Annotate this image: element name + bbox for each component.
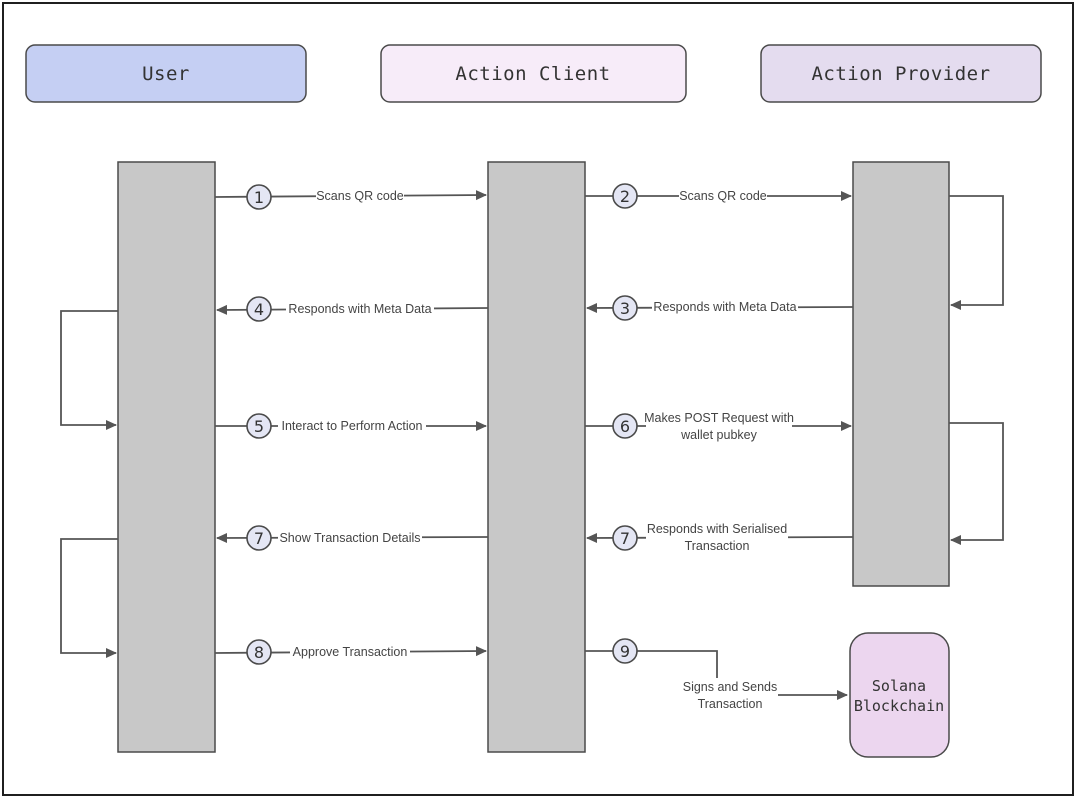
self-loop-provider-2	[949, 422, 1004, 545]
step-6-badge: 6	[612, 413, 638, 439]
step-3-number: 3	[620, 299, 630, 318]
step-6-label-line2: wallet pubkey	[680, 428, 757, 442]
step-6-number: 6	[620, 417, 630, 436]
self-loop-provider-1	[949, 195, 1004, 310]
header-action-client-label: Action Client	[455, 63, 610, 85]
header-user-box	[25, 44, 307, 103]
step-7a-label: Show Transaction Details	[279, 531, 420, 545]
step-9-number: 9	[620, 642, 630, 661]
step-7b-number: 7	[620, 529, 630, 548]
step-5-badge: 5	[246, 413, 272, 439]
step-6-label-line1: Makes POST Request with	[644, 411, 794, 425]
step-1-badge: 1	[246, 184, 272, 210]
solana-blockchain-line1: Solana	[872, 677, 926, 695]
header-action-provider-box	[760, 44, 1042, 103]
header-action-client-box	[380, 44, 687, 103]
step-4-number: 4	[254, 300, 264, 319]
step-7a-badge: 7	[246, 525, 272, 551]
step-1-number: 1	[254, 188, 264, 207]
step-2-badge: 2	[612, 183, 638, 209]
step-4-badge: 4	[246, 296, 272, 322]
header-action-provider-label: Action Provider	[811, 63, 990, 85]
step-3-badge: 3	[612, 295, 638, 321]
self-loop-user-1	[60, 310, 118, 430]
lifeline-action-client	[487, 161, 586, 753]
header-user: User	[25, 44, 307, 103]
self-loop-user-2	[60, 538, 118, 658]
header-user-label: User	[142, 63, 190, 85]
step-8-badge: 8	[246, 639, 272, 665]
step-7b-label-line1: Responds with Serialised	[647, 522, 787, 536]
lifeline-user	[117, 161, 216, 753]
step-9-badge: 9	[612, 638, 638, 664]
step-7b-badge: 7	[612, 525, 638, 551]
step-5-label: Interact to Perform Action	[281, 419, 422, 433]
solana-blockchain-node: Solana Blockchain	[849, 632, 950, 758]
step-1-label: Scans QR code	[316, 189, 404, 203]
solana-blockchain-line2: Blockchain	[854, 697, 944, 715]
header-action-provider: Action Provider	[760, 44, 1042, 103]
step-7a-number: 7	[254, 529, 264, 548]
arrow-step-9	[585, 650, 848, 700]
solana-blockchain-box	[849, 632, 950, 758]
step-2-number: 2	[620, 187, 630, 206]
header-action-client: Action Client	[380, 44, 687, 103]
step-3-label: Responds with Meta Data	[653, 300, 796, 314]
step-5-number: 5	[254, 417, 264, 436]
step-8-number: 8	[254, 643, 264, 662]
step-9-label-line1: Signs and Sends	[683, 680, 778, 694]
step-9-label-line2: Transaction	[698, 697, 763, 711]
step-2-label: Scans QR code	[679, 189, 767, 203]
step-4-label: Responds with Meta Data	[288, 302, 431, 316]
step-7b-label-line2: Transaction	[685, 539, 750, 553]
lifeline-action-provider	[852, 161, 950, 587]
step-8-label: Approve Transaction	[293, 645, 408, 659]
